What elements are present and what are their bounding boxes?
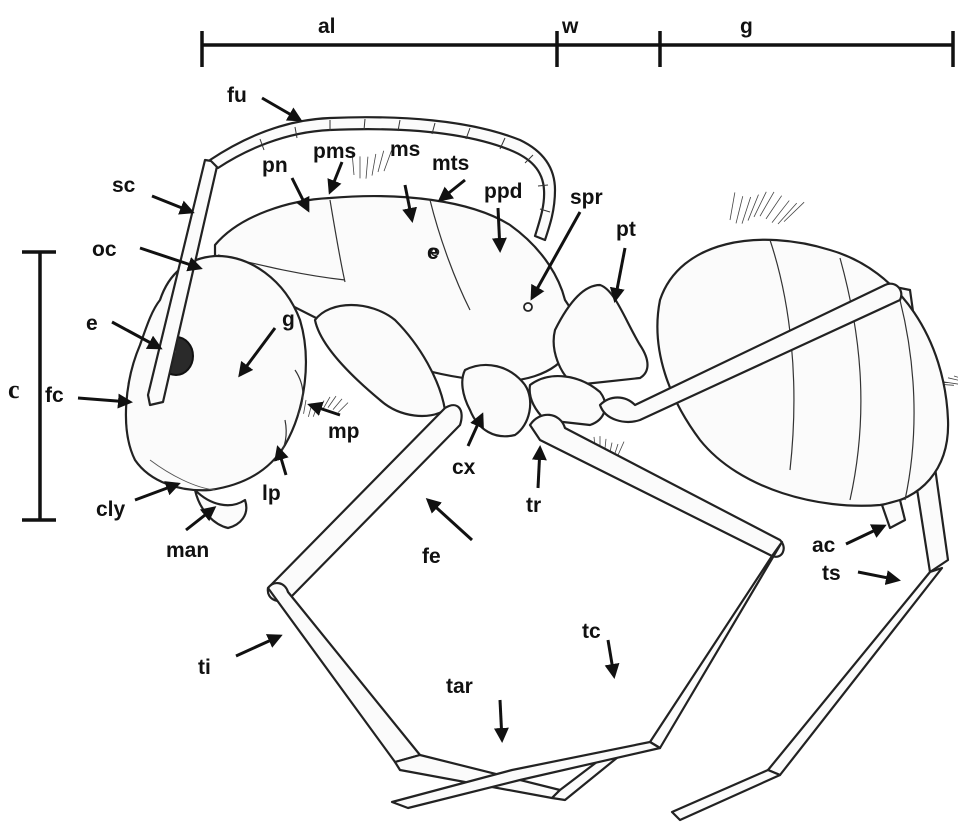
- label-e-mesosoma: e: [427, 241, 439, 264]
- label-ts: ts: [822, 562, 841, 585]
- label-mp: mp: [328, 420, 360, 443]
- label-sc: sc: [112, 174, 136, 197]
- label-oc: oc: [92, 238, 117, 261]
- label-cly: cly: [96, 498, 126, 521]
- label-g-gaster: g: [740, 15, 753, 38]
- label-man: man: [166, 539, 209, 562]
- label-pms: pms: [313, 140, 356, 163]
- label-ms: ms: [390, 138, 420, 161]
- label-c: c: [8, 375, 20, 404]
- petiole: [554, 285, 648, 385]
- label-pt: pt: [616, 218, 636, 241]
- label-tr: tr: [526, 494, 541, 517]
- label-tc: tc: [582, 620, 601, 643]
- label-pn: pn: [262, 154, 288, 177]
- label-w: w: [561, 15, 579, 38]
- label-lp: lp: [262, 482, 281, 505]
- front-leg: [268, 405, 618, 800]
- label-cx: cx: [452, 456, 476, 479]
- label-al: al: [318, 15, 336, 38]
- middle-leg: [392, 415, 784, 808]
- label-mts: mts: [432, 152, 469, 175]
- label-ti: ti: [198, 656, 211, 679]
- label-spr: spr: [570, 186, 603, 209]
- label-fe: fe: [422, 545, 441, 568]
- label-fc: fc: [45, 384, 64, 407]
- label-tar: tar: [446, 675, 473, 698]
- label-ppd: ppd: [484, 180, 522, 203]
- label-g-head: g: [282, 308, 295, 331]
- label-fu: fu: [227, 84, 247, 107]
- label-e-head: e: [86, 312, 98, 335]
- label-ac: ac: [812, 534, 836, 557]
- acidopore: [882, 500, 905, 528]
